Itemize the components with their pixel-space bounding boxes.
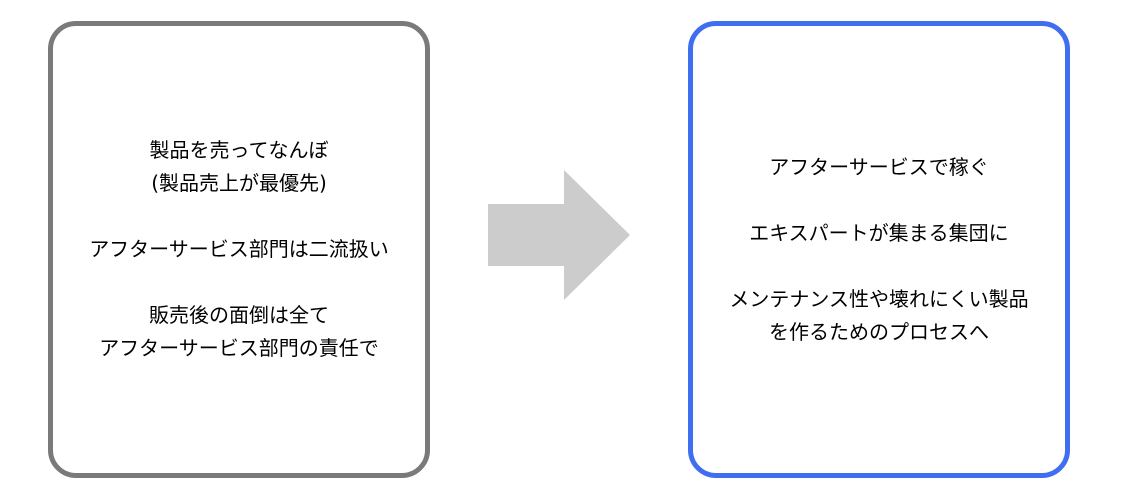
before-paragraph-1: 製品を売ってなんぼ (製品売上が最優先) — [89, 134, 389, 200]
before-paragraph-2: アフターサービス部門は二流扱い — [89, 233, 389, 266]
before-line: 製品を売ってなんぼ — [149, 138, 329, 162]
before-line: 販売後の面倒は全て — [148, 303, 329, 327]
after-line: アフターサービスで稼ぐ — [769, 154, 989, 179]
after-paragraph-2: エキスパートが集まる集団に — [729, 217, 1028, 250]
after-line: エキスパートが集まる集団に — [749, 220, 1009, 245]
arrow-shape — [488, 170, 630, 300]
before-text: 製品を売ってなんぼ (製品売上が最優先) アフターサービス部門は二流扱い 販売後… — [89, 134, 389, 365]
after-text: アフターサービスで稼ぐ エキスパートが集まる集団に メンテナンス性や壊れにくい製… — [729, 151, 1028, 349]
before-paragraph-3: 販売後の面倒は全て アフターサービス部門の責任で — [89, 299, 389, 365]
after-line: メンテナンス性や壊れにくい製品 — [729, 286, 1029, 311]
after-panel: アフターサービスで稼ぐ エキスパートが集まる集団に メンテナンス性や壊れにくい製… — [688, 21, 1070, 478]
before-line: アフターサービス部門の責任で — [99, 336, 379, 360]
before-panel: 製品を売ってなんぼ (製品売上が最優先) アフターサービス部門は二流扱い 販売後… — [48, 21, 430, 478]
before-line: (製品売上が最優先) — [151, 171, 327, 195]
after-paragraph-1: アフターサービスで稼ぐ — [729, 151, 1028, 184]
after-paragraph-3: メンテナンス性や壊れにくい製品 を作るためのプロセスへ — [729, 283, 1028, 349]
before-line: アフターサービス部門は二流扱い — [89, 237, 389, 261]
after-line: を作るためのプロセスへ — [768, 319, 989, 344]
right-arrow-icon — [488, 170, 630, 300]
